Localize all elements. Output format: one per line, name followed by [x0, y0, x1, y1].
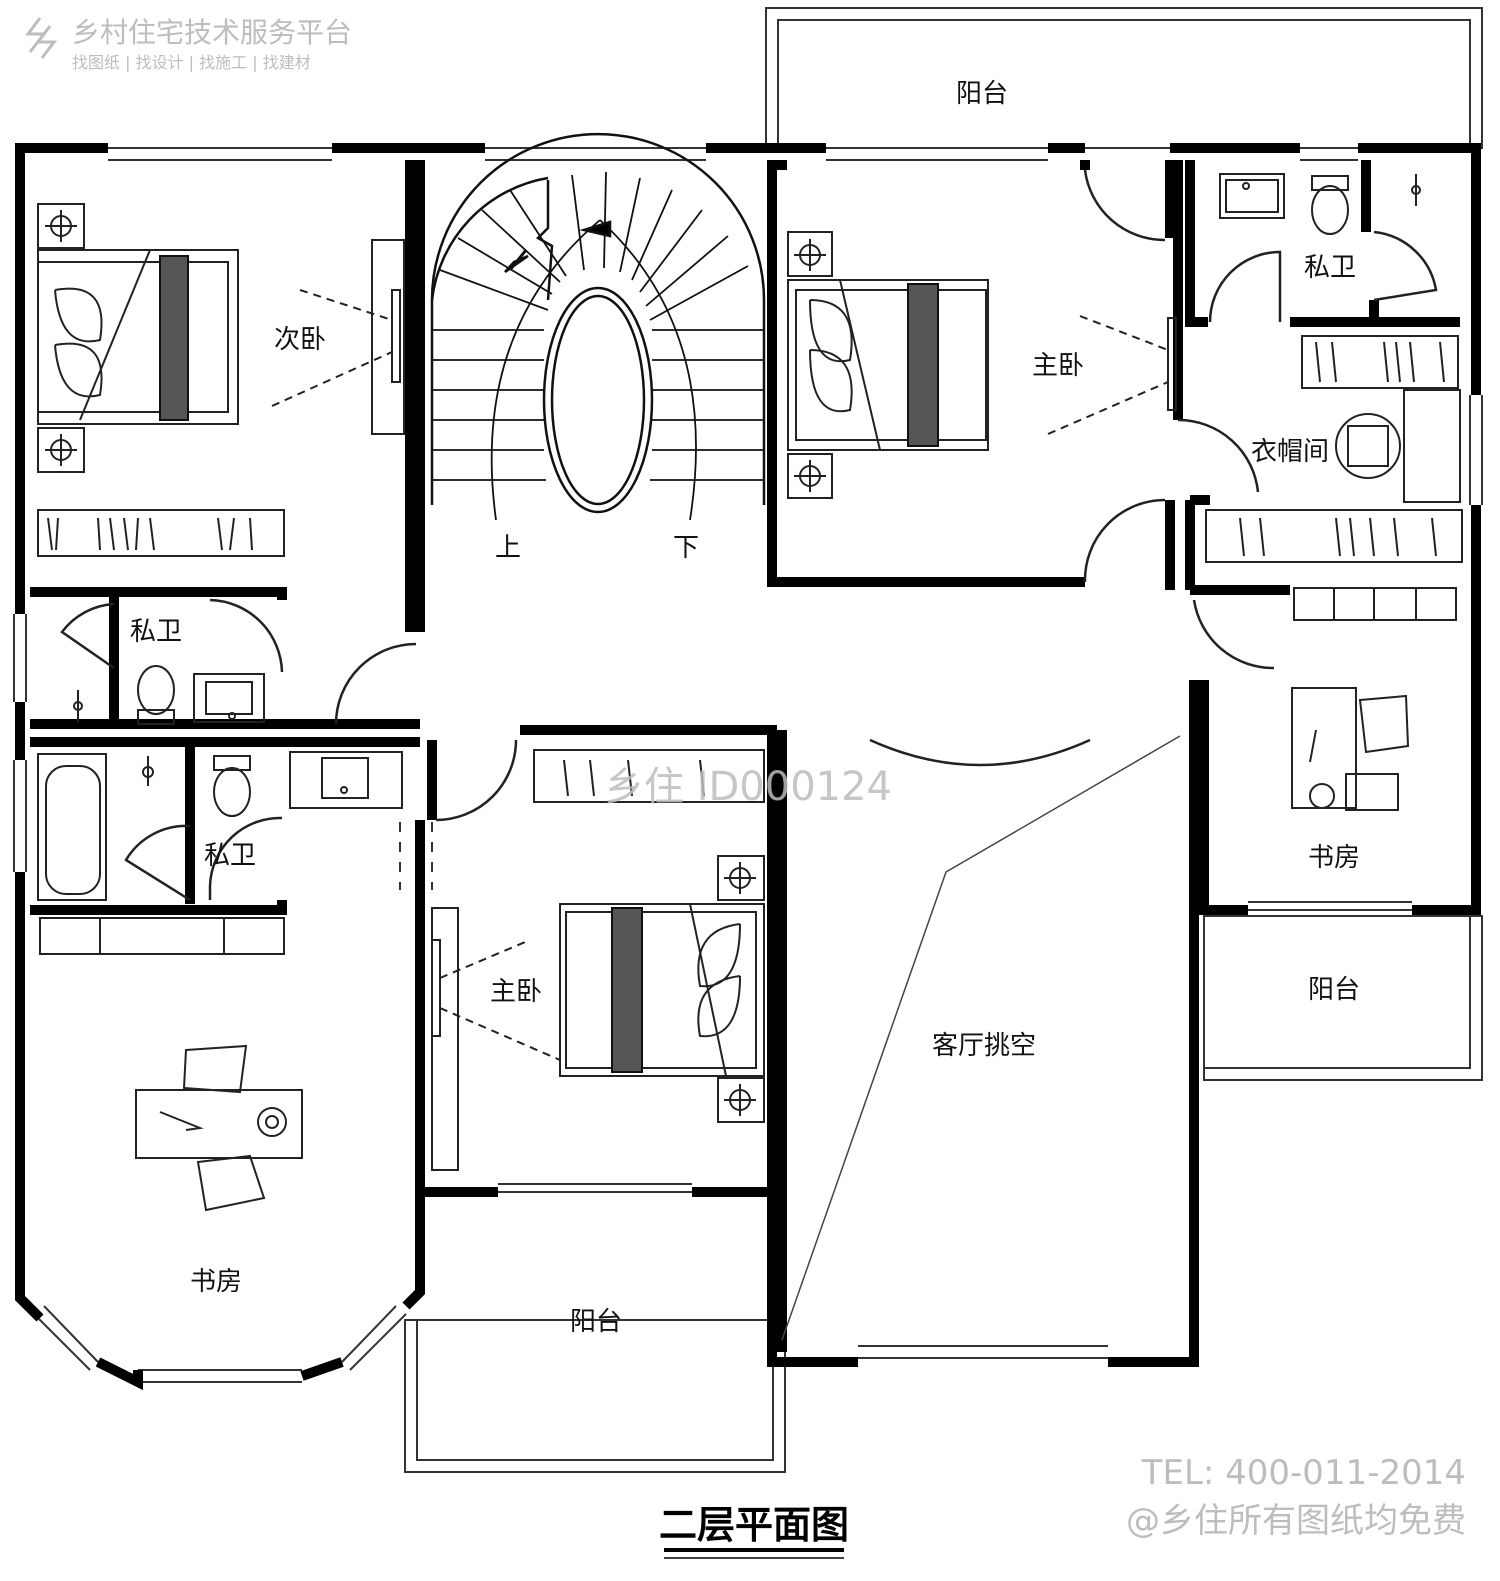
room-master-bedroom-top: 主卧 — [1032, 351, 1084, 381]
void-diagonal — [781, 735, 1181, 1341]
bed-second-bedroom — [37, 203, 239, 473]
bed-master-center — [559, 855, 765, 1123]
stair-down-label: 下 — [673, 533, 699, 563]
drawing-title: 二层平面图 — [659, 1503, 849, 1547]
sliding-doors — [399, 822, 1412, 1193]
door-swings — [60, 169, 1438, 902]
watermark-services: 找图纸 | 找设计 | 找施工 | 找建材 — [72, 53, 311, 72]
room-private-bath-left-upper: 私卫 — [130, 617, 182, 647]
room-private-bath-top-right: 私卫 — [1304, 253, 1356, 283]
tv-units — [271, 239, 1177, 1171]
room-living-void: 客厅挑空 — [932, 1031, 1036, 1061]
balcony-outlines — [404, 7, 1483, 1473]
room-balcony-bottom: 阳台 — [570, 1307, 622, 1337]
watermark-brand: 乡村住宅技术服务平台 — [72, 16, 352, 49]
room-master-bedroom-center: 主卧 — [490, 977, 542, 1007]
room-balcony-right: 阳台 — [1308, 975, 1360, 1005]
walls — [15, 143, 1481, 1391]
room-walk-in-closet: 衣帽间 — [1251, 437, 1329, 467]
stair-up-label: 上 — [495, 533, 521, 563]
room-study-right: 书房 — [1308, 843, 1360, 873]
room-study-left: 书房 — [190, 1267, 242, 1297]
watermark-plan-id: 乡住 ID000124 — [604, 764, 892, 810]
spiral-stair — [430, 132, 766, 521]
room-private-bath-left-lower: 私卫 — [204, 841, 256, 871]
room-labels: 阳台 次卧 主卧 私卫 衣帽间 私卫 私卫 上 下 主卧 客厅挑空 书房 阳台 … — [130, 79, 1360, 1337]
windows — [13, 147, 1483, 1383]
study-desks — [135, 687, 1410, 1212]
bed-master-top — [787, 231, 989, 499]
bath-fixtures — [37, 173, 1421, 901]
brand-logo-icon — [25, 17, 57, 59]
wardrobes — [37, 335, 1463, 955]
closet-chair — [1335, 389, 1461, 503]
watermark-tel: TEL: 400-011-2014 — [1141, 1453, 1466, 1493]
room-second-bedroom: 次卧 — [274, 325, 326, 355]
watermark-free-note: @乡住所有图纸均免费 — [1126, 1501, 1466, 1541]
room-balcony-top: 阳台 — [956, 79, 1008, 109]
